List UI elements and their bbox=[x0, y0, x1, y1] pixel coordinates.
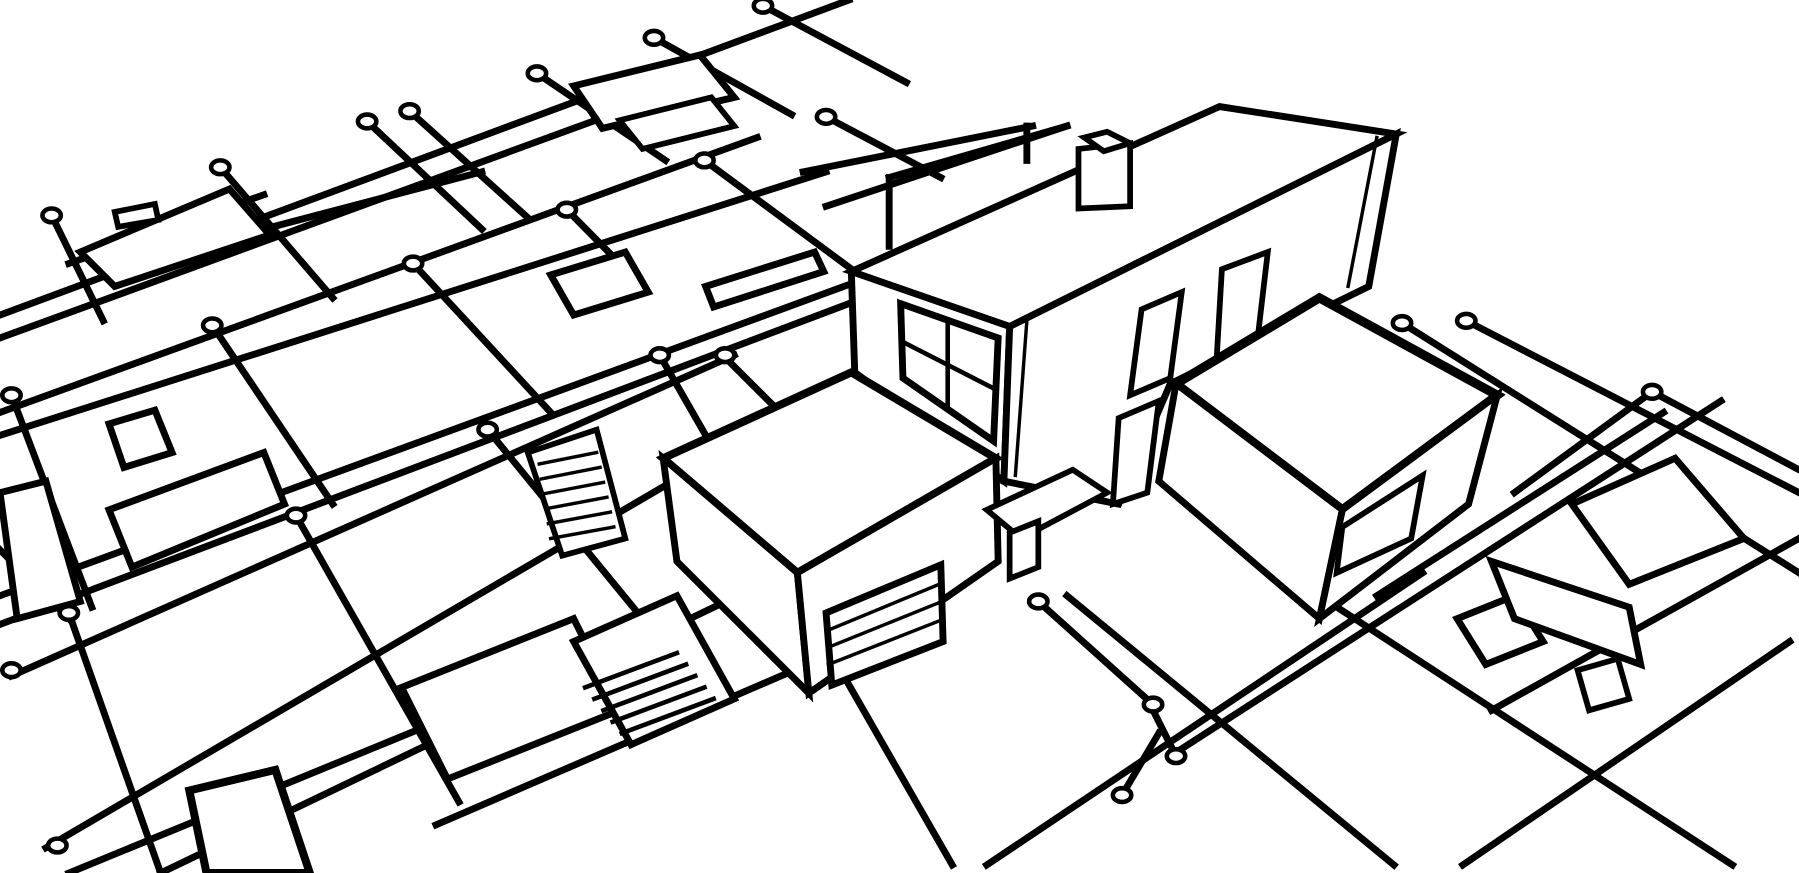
plan-ladder-rung bbox=[541, 480, 606, 496]
plan-ladder-rung bbox=[548, 525, 616, 541]
grid-line-ascending bbox=[1165, 396, 1726, 761]
grid-line-descending bbox=[408, 258, 556, 418]
plan-window-top-left bbox=[111, 200, 162, 231]
terminal-marker bbox=[751, 0, 775, 15]
terminal-marker bbox=[1141, 695, 1165, 714]
plan-ladder-rung bbox=[546, 510, 613, 526]
entry-canopy bbox=[981, 466, 1113, 542]
plan-room-mid bbox=[545, 247, 654, 320]
plan-ladder-rung bbox=[544, 495, 609, 511]
grid-line-descending bbox=[362, 116, 487, 234]
grid-line-descending bbox=[1647, 387, 1799, 474]
plan-stair-tread bbox=[609, 684, 708, 725]
grid-line-descending bbox=[215, 162, 338, 303]
terminal-marker bbox=[200, 316, 224, 335]
plan-door-right bbox=[1574, 655, 1633, 714]
grid-line-ascending bbox=[1458, 636, 1795, 870]
terminal-marker bbox=[555, 200, 579, 219]
grid-line-ascending bbox=[1486, 534, 1799, 715]
plan-window-bank-left bbox=[104, 448, 289, 572]
grid-line-descending bbox=[404, 106, 533, 223]
grid-line-descending bbox=[64, 608, 165, 873]
terminal-marker bbox=[1026, 592, 1050, 611]
plan-wall-left bbox=[0, 477, 85, 624]
garage-door-panel bbox=[826, 599, 945, 650]
plan-skylight bbox=[701, 247, 829, 312]
terminal-marker bbox=[398, 101, 422, 121]
balcony-rail bbox=[884, 121, 1072, 182]
terminal-marker bbox=[1390, 313, 1414, 333]
grid-line-ascending bbox=[0, 133, 762, 417]
plan-room-top-inner bbox=[614, 94, 740, 153]
grid-line-descending bbox=[699, 155, 860, 277]
grid-line-ascending bbox=[799, 121, 1037, 176]
grid-line-descending bbox=[1509, 387, 1657, 498]
plan-stair-tread bbox=[582, 650, 680, 691]
terminal-marker bbox=[401, 254, 425, 273]
plan-ladder-rung bbox=[537, 450, 599, 467]
right-block-window bbox=[1333, 469, 1427, 578]
terminal-marker bbox=[1454, 311, 1478, 330]
floor-plan-details bbox=[0, 51, 1750, 873]
side-door-lower bbox=[1109, 396, 1163, 509]
wall-edge-line bbox=[1013, 318, 1029, 478]
grid-line-descending bbox=[758, 1, 912, 88]
terminal-marker bbox=[45, 836, 69, 855]
garage-door-panel bbox=[826, 617, 945, 667]
entry-door bbox=[1006, 517, 1042, 583]
terminal-marker bbox=[284, 506, 308, 525]
plan-door-left bbox=[104, 405, 177, 472]
plan-room-bottom-left bbox=[184, 765, 315, 873]
terminal-marker bbox=[208, 158, 232, 177]
grid-line-descending bbox=[649, 33, 797, 120]
grid-line-descending bbox=[1314, 590, 1738, 870]
grid-line-descending bbox=[1033, 596, 1158, 710]
grid-line-ascending bbox=[0, 167, 831, 439]
plan-ladder-rung bbox=[539, 465, 603, 481]
terminal-marker bbox=[0, 386, 23, 405]
terminal-marker bbox=[814, 107, 838, 127]
plan-stair-tread bbox=[591, 661, 690, 702]
terminal-marker bbox=[713, 345, 737, 365]
plan-stairs-right bbox=[1485, 555, 1646, 670]
plan-room-right-upper bbox=[1566, 454, 1750, 589]
buildings bbox=[655, 102, 1506, 703]
garage-door-panel bbox=[826, 580, 945, 633]
grid-line-ascending bbox=[6, 350, 739, 681]
grid-line-ascending bbox=[259, 167, 487, 234]
terminal-marker bbox=[355, 112, 379, 131]
side-door-upper bbox=[1126, 287, 1186, 400]
terminal-marker bbox=[525, 64, 549, 83]
terminal-marker bbox=[1110, 785, 1134, 805]
grid-line-descending bbox=[1117, 728, 1164, 800]
grid-line-descending bbox=[207, 320, 338, 509]
plan-room-top-left bbox=[74, 184, 276, 291]
wall-edge-line bbox=[1346, 135, 1379, 289]
grid-terminal-markers bbox=[0, 0, 1664, 855]
terminal-marker bbox=[648, 345, 672, 365]
grid-line-descending bbox=[47, 210, 108, 326]
terminal-marker bbox=[476, 420, 500, 439]
terminal-marker bbox=[1640, 382, 1664, 401]
grid-line-ascending bbox=[1372, 407, 1669, 601]
terminal-marker bbox=[692, 151, 716, 170]
plan-room-top bbox=[568, 51, 741, 133]
plan-stair-tread bbox=[600, 672, 699, 714]
grid-line-ascending bbox=[981, 568, 1428, 870]
terminal-marker bbox=[642, 28, 666, 47]
terminal-marker bbox=[0, 661, 23, 680]
grid-line-ascending bbox=[0, 299, 854, 629]
terminal-marker bbox=[40, 206, 64, 225]
window-transom bbox=[898, 338, 999, 393]
grid-line-ascending bbox=[0, 98, 647, 342]
grid-line-descending bbox=[1062, 590, 1399, 870]
terminal-marker bbox=[1164, 746, 1188, 766]
chimney-cap bbox=[1077, 128, 1138, 155]
plan-stair-tread bbox=[618, 695, 717, 737]
